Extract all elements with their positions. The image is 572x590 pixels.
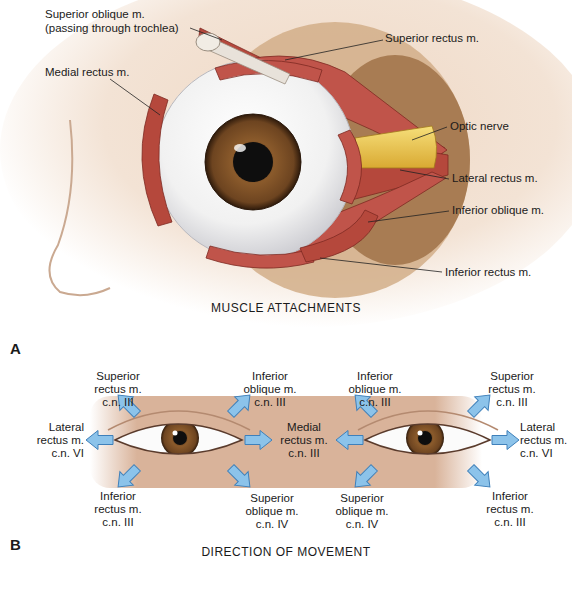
leader-line xyxy=(190,28,222,40)
leader-line xyxy=(400,170,449,179)
part-label: Inferior rectus m. xyxy=(445,266,531,279)
highlight xyxy=(418,431,423,436)
skin-band xyxy=(90,396,482,488)
leader-line xyxy=(368,211,449,222)
pupil xyxy=(233,142,273,182)
part-label: Medial rectus m. xyxy=(45,66,129,79)
inferior-oblique-muscle xyxy=(300,210,378,262)
direction-arrow xyxy=(348,461,381,494)
panel-letter: B xyxy=(10,538,21,551)
direction-arrow xyxy=(492,431,519,450)
leader-line xyxy=(285,40,383,60)
leader-line xyxy=(110,79,160,115)
leader-lines xyxy=(110,28,449,272)
eye-outline xyxy=(115,424,242,454)
direction-arrow xyxy=(245,431,272,450)
inferior-rectus-insertion xyxy=(206,246,314,268)
iris xyxy=(205,114,301,210)
part-label: (passing through trochlea) xyxy=(45,22,179,35)
part-label: Superior rectus m. xyxy=(385,32,479,45)
pupil xyxy=(173,431,187,445)
direction-arrow xyxy=(336,431,363,450)
part-label: Optic nerve xyxy=(450,120,509,133)
nose-contour xyxy=(49,120,110,295)
muscle-label: Inferior rectus m. c.n. III xyxy=(483,490,537,529)
panel-letter: A xyxy=(10,342,21,355)
leader-line xyxy=(412,127,447,140)
skin xyxy=(0,0,572,328)
part-label: Inferior oblique m. xyxy=(452,204,544,217)
muscle-label: Superior oblique m. c.n. IV xyxy=(242,492,302,531)
muscle-label: Lateral rectus m. c.n. VI xyxy=(30,421,84,460)
leader-line xyxy=(320,258,442,272)
muscle-label: Inferior oblique m. c.n. III xyxy=(240,370,300,409)
eye-outline xyxy=(365,424,490,454)
muscle-label: Lateral rectus m. c.n. VI xyxy=(520,421,572,460)
muscle-label: Inferior rectus m. c.n. III xyxy=(91,490,145,529)
direction-arrow xyxy=(111,461,144,494)
muscle-label: Superior rectus m. c.n. III xyxy=(91,370,145,409)
direction-arrow xyxy=(86,431,113,450)
trochlea xyxy=(196,33,220,51)
part-label: Lateral rectus m. xyxy=(452,172,538,185)
direction-arrow xyxy=(464,461,497,494)
medial-rectus-muscle xyxy=(142,94,172,226)
highlight xyxy=(173,431,178,436)
direction-arrows xyxy=(86,388,519,493)
caption: DIRECTION OF MOVEMENT xyxy=(201,546,370,559)
muscle-label: Superior oblique m. c.n. IV xyxy=(332,492,392,531)
muscle-label: Medial rectus m. c.n. III xyxy=(275,421,333,460)
eyeball xyxy=(155,60,355,260)
muscle-label: Inferior oblique m. c.n. III xyxy=(345,370,405,409)
optic-nerve xyxy=(355,126,437,168)
pupil xyxy=(418,431,432,445)
lateral-rectus-insertion xyxy=(338,130,362,204)
direction-arrow xyxy=(224,461,257,494)
part-label: Superior oblique m. xyxy=(45,8,145,21)
muscle-label: Superior rectus m. c.n. III xyxy=(485,370,539,409)
superior-oblique-tendon xyxy=(208,38,290,84)
caption: MUSCLE ATTACHMENTS xyxy=(211,302,361,315)
highlight xyxy=(234,144,246,152)
